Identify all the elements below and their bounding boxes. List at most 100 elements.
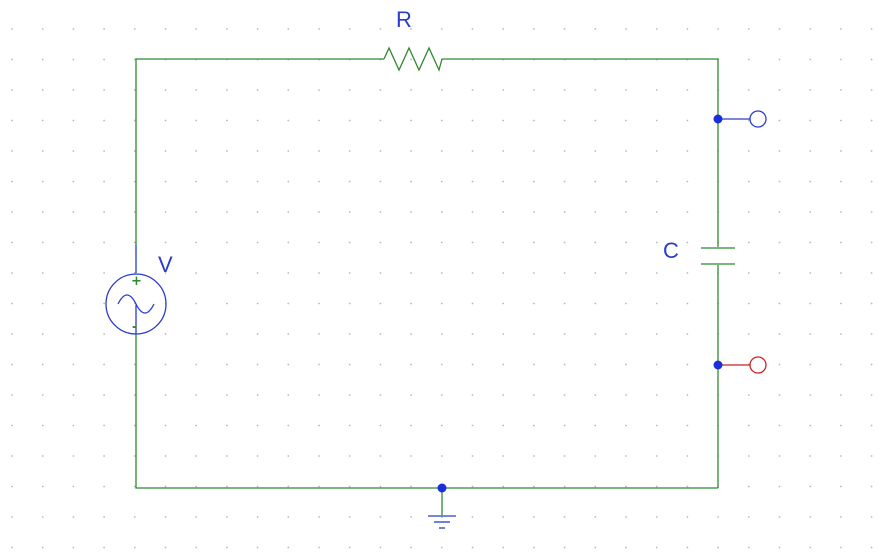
grid-dot <box>410 241 412 244</box>
grid-dot <box>840 211 842 213</box>
grid-dot <box>41 28 44 30</box>
grid-dot <box>655 394 658 396</box>
grid-dot <box>563 241 566 244</box>
grid-dot <box>164 150 167 152</box>
grid-dot <box>11 333 13 335</box>
grid-dot <box>410 119 412 122</box>
grid-dot <box>778 302 781 305</box>
grid-dot <box>747 241 750 244</box>
grid-dot <box>226 89 228 91</box>
grid-dot <box>379 394 382 396</box>
grid-dot <box>72 58 75 61</box>
grid-dot <box>256 28 259 30</box>
grid-dot <box>440 89 443 91</box>
probe-terminal-bottom[interactable] <box>718 356 767 374</box>
grid-dot <box>410 333 412 335</box>
grid-dot <box>379 241 382 244</box>
grid-dot <box>655 89 658 91</box>
grid-dot <box>594 28 597 30</box>
grid-dot <box>686 119 689 122</box>
grid-dot <box>778 485 781 488</box>
grid-dot <box>625 89 627 91</box>
grid-dot <box>410 272 412 274</box>
grid-dot <box>72 241 75 244</box>
grid-dot <box>256 241 259 244</box>
source-minus-sign: - <box>132 320 137 335</box>
grid-dot <box>195 302 198 305</box>
grid-dot <box>594 424 597 427</box>
capacitor-symbol[interactable]: C <box>663 215 735 288</box>
grid-dot <box>410 58 412 61</box>
grid-dot <box>594 241 597 244</box>
grid-dot <box>809 119 812 122</box>
grid-dot <box>778 180 781 183</box>
grid-dot <box>11 180 13 183</box>
grid-dot <box>103 485 105 488</box>
grid-dot <box>686 455 689 457</box>
grid-dot <box>778 424 781 427</box>
grid-dot <box>318 363 320 366</box>
grid-dot <box>809 455 812 457</box>
grid-dot <box>164 516 167 518</box>
grid-dot <box>471 455 474 457</box>
grid-dot <box>103 180 105 183</box>
grid-dot <box>41 180 44 183</box>
grid-dot <box>256 180 259 183</box>
grid-dot <box>318 150 320 152</box>
ac-source-symbol[interactable]: + - V <box>105 245 173 335</box>
grid-dot <box>440 302 443 305</box>
grid-dot <box>778 516 781 518</box>
grid-dot <box>778 89 781 91</box>
grid-dot <box>870 180 873 183</box>
grid-dot <box>778 58 781 61</box>
grid-dot <box>72 272 75 274</box>
grid-dot <box>594 485 597 488</box>
grid-dot <box>870 28 873 30</box>
grid-dot <box>870 150 873 152</box>
grid-dot <box>594 516 597 518</box>
grid-dot <box>379 211 382 213</box>
ground-symbol[interactable] <box>428 515 456 529</box>
grid-dot <box>11 455 13 457</box>
grid-dot <box>318 333 320 335</box>
grid-dot <box>256 302 259 305</box>
grid-dot <box>778 363 781 366</box>
grid-dot <box>625 241 627 244</box>
probe-terminal-top[interactable] <box>718 110 767 128</box>
grid-dot <box>686 211 689 213</box>
grid-dot <box>533 363 535 366</box>
grid-dot <box>563 180 566 183</box>
grid-dot <box>348 516 351 518</box>
grid-dot <box>563 150 566 152</box>
grid-dot <box>41 333 44 335</box>
grid-dot <box>747 211 750 213</box>
grid-dot <box>686 180 689 183</box>
grid-dot <box>287 424 290 427</box>
grid-dot <box>379 363 382 366</box>
grid-dot <box>625 302 627 305</box>
grid-dot <box>103 363 105 366</box>
grid-dot <box>471 241 474 244</box>
grid-dot <box>226 455 228 457</box>
grid-dot <box>625 394 627 396</box>
resistor-symbol[interactable]: R <box>383 7 443 72</box>
grid-dot <box>195 455 198 457</box>
grid-dot <box>533 485 535 488</box>
grid-dot <box>655 333 658 335</box>
grid-dot <box>226 394 228 396</box>
grid-dot <box>410 89 412 91</box>
grid-dot <box>563 302 566 305</box>
grid-dot <box>471 394 474 396</box>
grid-dot <box>410 363 412 366</box>
grid-dot <box>686 333 689 335</box>
grid-dot <box>809 394 812 396</box>
grid-dot <box>318 485 320 488</box>
grid-dot <box>379 546 382 549</box>
grid-dot <box>533 28 535 30</box>
grid-dot <box>164 485 167 488</box>
grid-dot <box>256 546 259 549</box>
grid-dot <box>103 211 105 213</box>
grid-dot <box>287 516 290 518</box>
grid-dot <box>686 394 689 396</box>
grid-dot <box>133 516 136 518</box>
